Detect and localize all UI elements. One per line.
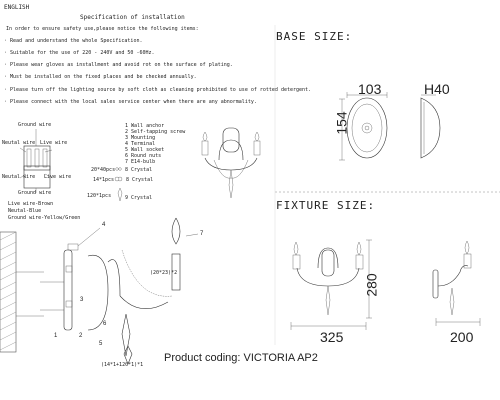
parts-list-item: 6 Round nuts (125, 153, 162, 159)
bead-count-bottom-label: (14*1+120*1)*1 (101, 362, 144, 368)
fixture-front-drawing (290, 239, 372, 330)
crystal-count: 20*40pcs (91, 167, 116, 173)
neutral-wire-label: Neutal wire (2, 140, 36, 146)
fixture-depth-dimension: 200 (450, 329, 474, 345)
instruction-line: · Read and understand the whole Specific… (4, 38, 143, 44)
instruction-line: · Please wear gloves as installment and … (4, 62, 233, 68)
bead-count-label: (20*23)*2 (150, 270, 178, 276)
wire-color-legend: Live wire-Brown (8, 201, 54, 207)
base-width-dimension: 103 (358, 81, 382, 97)
exploded-installation-drawing (0, 217, 199, 365)
live-wire-label: Live wire (40, 140, 68, 146)
spec-title: Specification of installation (80, 14, 185, 21)
base-plate-drawing (339, 92, 441, 161)
sconce-preview (201, 127, 261, 199)
parts-list-item: 2 Self-tapping screw (125, 129, 186, 135)
neutral-wire-label: Neutal wire (2, 174, 36, 180)
parts-list-item: 4 Terminal (125, 141, 156, 147)
callout-7: 7 (200, 231, 204, 237)
instruction-line: · Please connect with the local sales se… (4, 99, 257, 105)
callout-5: 5 (99, 341, 103, 347)
wiring-diagram-bottom (19, 165, 54, 193)
parts-list-item: 1 Wall anchor (125, 123, 165, 129)
fixture-side-drawing (432, 240, 481, 326)
fixture-size-heading: FIXTURE SIZE: (276, 199, 376, 212)
parts-list-item: 3 Mounting (125, 135, 156, 141)
language-label: ENGLISH (4, 4, 30, 11)
callout-1: 1 (54, 333, 58, 339)
crystal-count: 120*1pcs (87, 193, 112, 199)
product-coding: Product coding: VICTORIA AP2 (164, 352, 318, 364)
callout-6: 6 (103, 321, 107, 327)
callout-3: 3 (80, 297, 84, 303)
ground-wire-label: Ground wire (18, 122, 52, 128)
instruction-line: · Please turn off the lighting source by… (4, 87, 312, 93)
callout-4: 4 (102, 222, 106, 228)
callout-2: 2 (79, 333, 83, 339)
crystal-icons (114, 167, 123, 202)
crystal-ref: 8 Crystal (125, 167, 153, 173)
base-size-heading: BASE SIZE: (276, 30, 353, 43)
crystal-ref: 8 Crystal (126, 177, 154, 183)
crystal-ref: 9 Crystal (125, 195, 153, 201)
crystal-count: 14*1pcs (93, 177, 115, 183)
fixture-width-dimension: 325 (320, 329, 344, 345)
instruction-line: · Suitable for the use of 220 - 240V and… (4, 50, 155, 56)
parts-list-item: 7 E14-bulb (125, 159, 156, 165)
parts-list-item: 5 Wall socket (125, 147, 165, 153)
base-depth-dimension: H40 (424, 81, 450, 97)
wiring-diagram-top (19, 129, 53, 171)
wire-color-legend: Ground wire-Yellow/Green (8, 215, 81, 221)
instruction-line: In order to ensure safety use,please not… (6, 26, 199, 32)
instruction-line: · Must be installed on the fixed places … (4, 74, 197, 80)
live-wire-label: Live wire (44, 174, 72, 180)
ground-wire-label: Ground wire (18, 190, 52, 196)
wire-color-legend: Neutal-Blue (8, 208, 42, 214)
